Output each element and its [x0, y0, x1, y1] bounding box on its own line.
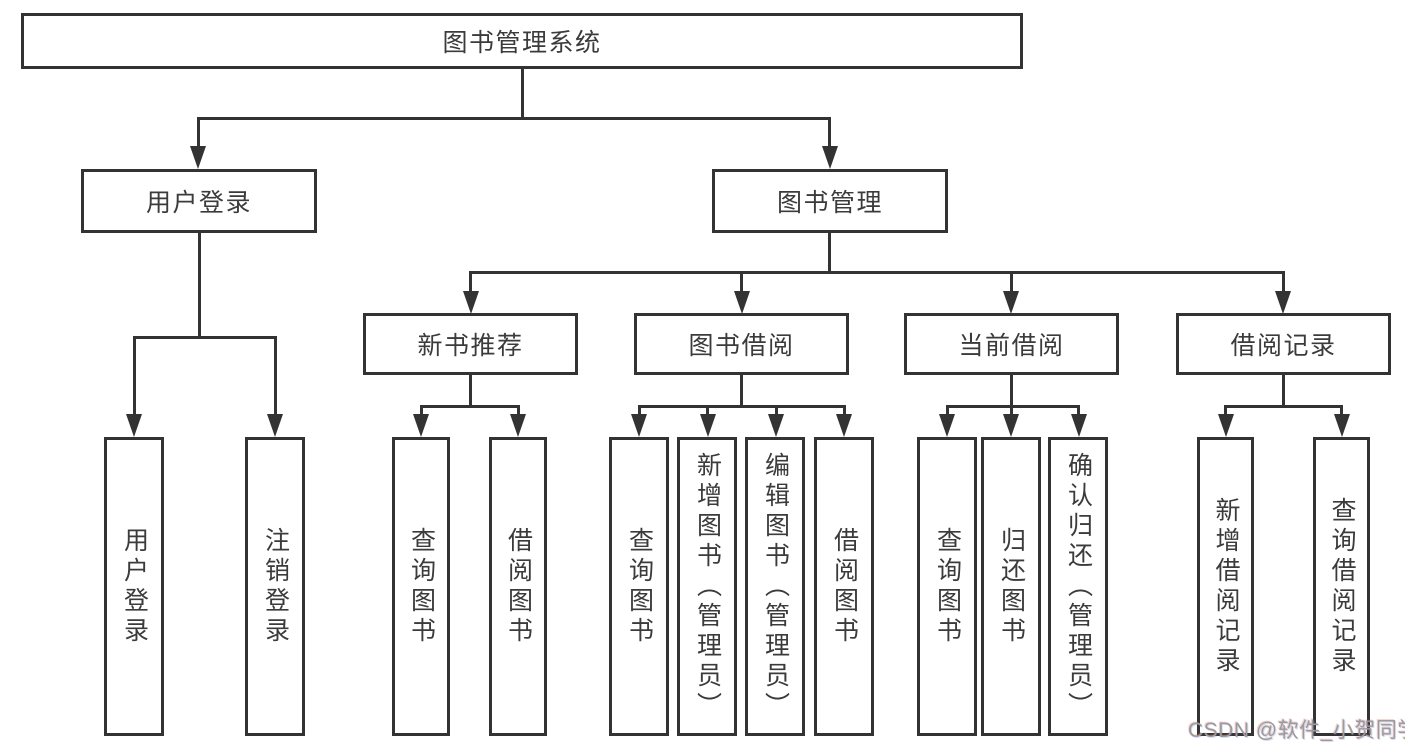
connector-line: [419, 405, 423, 416]
connector-line: [469, 271, 472, 293]
leaf-borrow-edit-admin: 编辑图书（管理员）: [745, 437, 805, 736]
connector-line: [1281, 375, 1285, 408]
connector-arrow: [462, 291, 479, 314]
connector-arrow: [1003, 414, 1019, 437]
connector-line: [1077, 405, 1080, 416]
node-label: 借阅图书: [504, 526, 533, 647]
connector-line: [1224, 405, 1343, 408]
node-label: 新增图书（管理员）: [693, 451, 722, 722]
connector-arrow: [126, 414, 142, 437]
connector-line: [1009, 405, 1013, 416]
leaf-logout: 注销登录: [245, 437, 305, 736]
node-label: 借阅记录: [1230, 332, 1337, 360]
node-label: 图书管理系统: [442, 29, 602, 57]
leaf-newbooks-query: 查询图书: [392, 437, 450, 736]
node-label: 用户登录: [120, 526, 149, 647]
node-book-management: 图书管理: [712, 169, 948, 233]
leaf-borrow-add-admin: 新增图书（管理员）: [677, 437, 737, 736]
node-label: 查询图书: [625, 526, 654, 647]
node-root: 图书管理系统: [21, 13, 1023, 69]
connector-line: [196, 117, 200, 148]
connector-line: [945, 405, 949, 416]
connector-line: [1009, 271, 1013, 293]
node-current-borrowing: 当前借阅: [904, 313, 1119, 375]
connector-arrow: [510, 414, 526, 437]
node-label: 查询图书: [407, 526, 436, 647]
connector-arrow: [1070, 414, 1087, 437]
node-label: 借阅图书: [830, 526, 859, 647]
node-book-borrowing: 图书借阅: [634, 313, 849, 375]
connector-line: [637, 405, 641, 416]
node-label: 新增借阅记录: [1212, 496, 1240, 677]
connector-line: [828, 117, 831, 148]
leaf-current-query: 查询图书: [917, 437, 977, 736]
leaf-current-return: 归还图书: [981, 437, 1041, 736]
connector-line: [419, 405, 520, 408]
connector-arrow: [1003, 291, 1019, 314]
connector-line: [1224, 405, 1227, 416]
connector-arrow: [939, 414, 955, 437]
node-label: 用户登录: [145, 189, 252, 217]
connector-line: [1340, 405, 1343, 416]
node-label: 图书管理: [776, 189, 883, 217]
connector-arrow: [413, 414, 429, 437]
leaf-newbooks-borrow: 借阅图书: [489, 437, 547, 736]
connector-line: [828, 233, 831, 274]
node-label: 确认归还（管理员）: [1064, 451, 1093, 722]
connector-line: [196, 117, 831, 120]
connector-line: [1009, 375, 1013, 408]
leaf-current-confirm-admin: 确认归还（管理员）: [1048, 437, 1108, 736]
connector-line: [706, 405, 709, 416]
connector-line: [637, 405, 846, 408]
connector-line: [740, 271, 743, 293]
node-label: 归还图书: [997, 526, 1026, 647]
node-user-login: 用户登录: [81, 169, 317, 233]
connector-arrow: [631, 414, 647, 437]
connector-line: [469, 271, 1285, 274]
node-label: 新书推荐: [417, 332, 524, 360]
connector-line: [273, 336, 277, 416]
connector-arrow: [836, 414, 852, 437]
connector-arrow: [267, 414, 283, 437]
leaf-records-add: 新增借阅记录: [1197, 437, 1254, 736]
connector-arrow: [1275, 291, 1291, 314]
node-new-books: 新书推荐: [363, 313, 578, 375]
node-label: 查询借阅记录: [1328, 496, 1356, 677]
connector-line: [469, 375, 472, 408]
connector-arrow: [190, 146, 206, 169]
node-label: 当前借阅: [958, 332, 1065, 360]
connector-line: [520, 69, 524, 120]
connector-line: [945, 405, 1080, 408]
connector-arrow: [821, 146, 838, 169]
connector-line: [740, 375, 743, 408]
leaf-user-login: 用户登录: [104, 437, 164, 736]
connector-arrow: [733, 291, 750, 314]
connector-line: [842, 405, 846, 416]
node-label: 查询图书: [933, 526, 962, 647]
connector-line: [197, 233, 201, 339]
connector-arrow: [1217, 414, 1234, 437]
connector-arrow: [699, 414, 716, 437]
connector-line: [132, 336, 277, 339]
node-label: 注销登录: [261, 526, 290, 647]
csdn-watermark: CSDN @软件_小贺同学: [1188, 719, 1405, 742]
connector-line: [516, 405, 520, 416]
node-borrow-records: 借阅记录: [1176, 313, 1391, 375]
connector-line: [1281, 271, 1285, 293]
connector-line: [774, 405, 778, 416]
leaf-records-query: 查询借阅记录: [1313, 437, 1370, 736]
node-label: 图书借阅: [688, 332, 795, 360]
connector-arrow: [1333, 414, 1350, 437]
connector-line: [132, 336, 136, 416]
connector-arrow: [768, 414, 784, 437]
leaf-borrow-borrow: 借阅图书: [814, 437, 874, 736]
node-label: 编辑图书（管理员）: [761, 451, 790, 722]
leaf-borrow-query: 查询图书: [609, 437, 669, 736]
